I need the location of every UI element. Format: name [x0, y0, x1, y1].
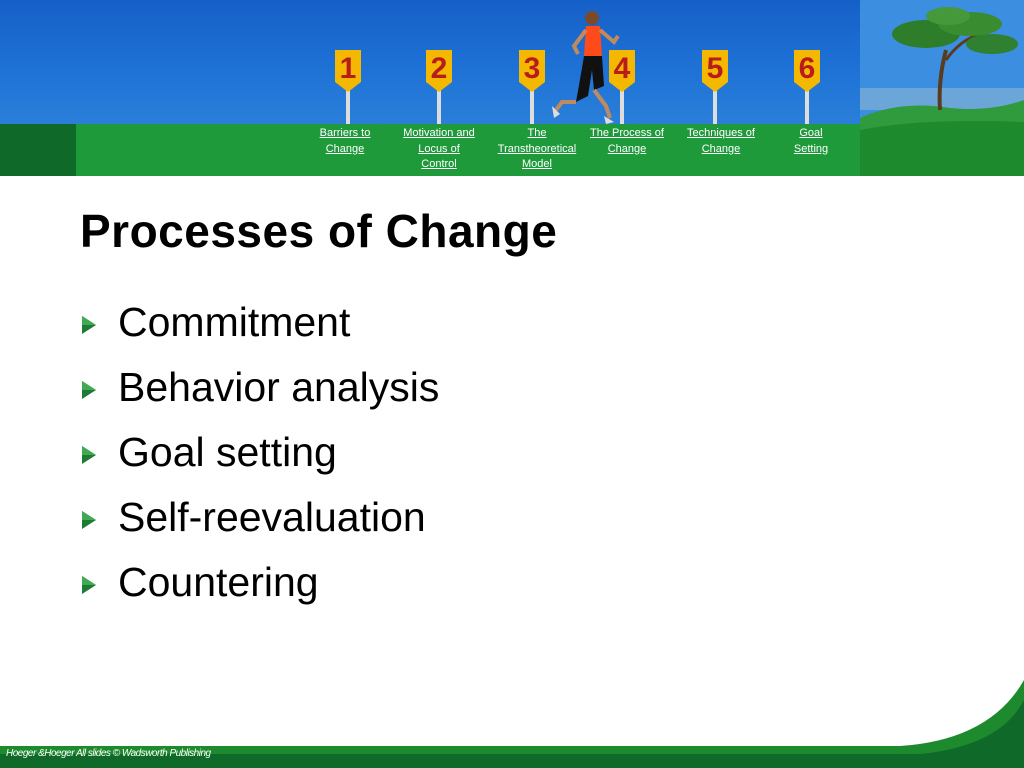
- nav-link-techniques-of-change[interactable]: Techniques of Change: [671, 126, 771, 157]
- bullet-item: Self-reevaluation: [80, 485, 439, 550]
- nav-band-left-block: [0, 124, 76, 176]
- triangle-right-icon: [82, 315, 96, 334]
- nav-link-line: Motivation and: [403, 127, 475, 139]
- header-sky: [0, 0, 1024, 124]
- nav-link-line: Barriers to: [319, 127, 371, 139]
- nav-link-line: Change: [701, 142, 741, 155]
- footer-credit: Hoeger &Hoeger All slides © Wadsworth Pu…: [6, 748, 211, 759]
- nav-link-motivation-locus-of-control[interactable]: Motivation and Locus of Control: [389, 126, 489, 173]
- triangle-right-icon: [82, 510, 96, 529]
- slide-title: Processes of Change: [80, 205, 558, 257]
- bullet-item: Commitment: [80, 290, 439, 355]
- runner-icon: [552, 11, 620, 124]
- svg-text:2: 2: [431, 52, 448, 85]
- sign-4-icon: 4: [609, 50, 635, 124]
- svg-text:3: 3: [524, 52, 541, 85]
- nav-link-line: Change: [607, 142, 647, 155]
- bullet-text: Countering: [118, 559, 319, 605]
- nav-link-line: Techniques of: [687, 127, 755, 139]
- nav-link-line: Transtheoretical: [497, 142, 577, 155]
- nav-band: [0, 124, 1024, 176]
- footer-swoosh: [0, 680, 1024, 768]
- nav-link-line: Locus of: [418, 142, 460, 155]
- nav-link-barriers-to-change[interactable]: Barriers to Change: [295, 126, 395, 157]
- nav-link-line: The Process of: [590, 127, 664, 139]
- svg-text:5: 5: [707, 52, 724, 85]
- sign-6-icon: 6: [794, 50, 820, 124]
- bullet-text: Behavior analysis: [118, 364, 440, 410]
- bullet-item: Countering: [80, 550, 439, 615]
- bullet-list: Commitment Behavior analysis Goal settin…: [80, 290, 439, 615]
- nav-link-goal-setting[interactable]: Goal Setting: [761, 126, 861, 157]
- nav-link-line: Setting: [793, 142, 829, 155]
- sign-3-icon: 3: [519, 50, 545, 124]
- svg-text:6: 6: [799, 52, 816, 85]
- nav-link-process-of-change[interactable]: The Process of Change: [577, 126, 677, 157]
- bullet-text: Goal setting: [118, 429, 337, 475]
- sign-5-icon: 5: [702, 50, 728, 124]
- nav-link-transtheoretical-model[interactable]: The Transtheoretical Model: [487, 126, 587, 173]
- sign-2-icon: 2: [426, 50, 452, 124]
- sign-1-icon: 1: [335, 50, 361, 124]
- nav-link-line: Model: [522, 158, 552, 170]
- triangle-right-icon: [82, 445, 96, 464]
- bullet-item: Behavior analysis: [80, 355, 439, 420]
- triangle-right-icon: [82, 575, 96, 594]
- tree-icon: [860, 0, 1024, 176]
- svg-text:4: 4: [614, 52, 631, 85]
- nav-link-line: Change: [325, 142, 365, 155]
- nav-link-line: The: [527, 127, 547, 139]
- bullet-item: Goal setting: [80, 420, 439, 485]
- bullet-text: Commitment: [118, 299, 351, 345]
- nav-link-line: Goal: [799, 127, 823, 139]
- nav-link-line: Control: [421, 158, 457, 170]
- triangle-right-icon: [82, 380, 96, 399]
- svg-text:1: 1: [340, 52, 357, 85]
- bullet-text: Self-reevaluation: [118, 494, 426, 540]
